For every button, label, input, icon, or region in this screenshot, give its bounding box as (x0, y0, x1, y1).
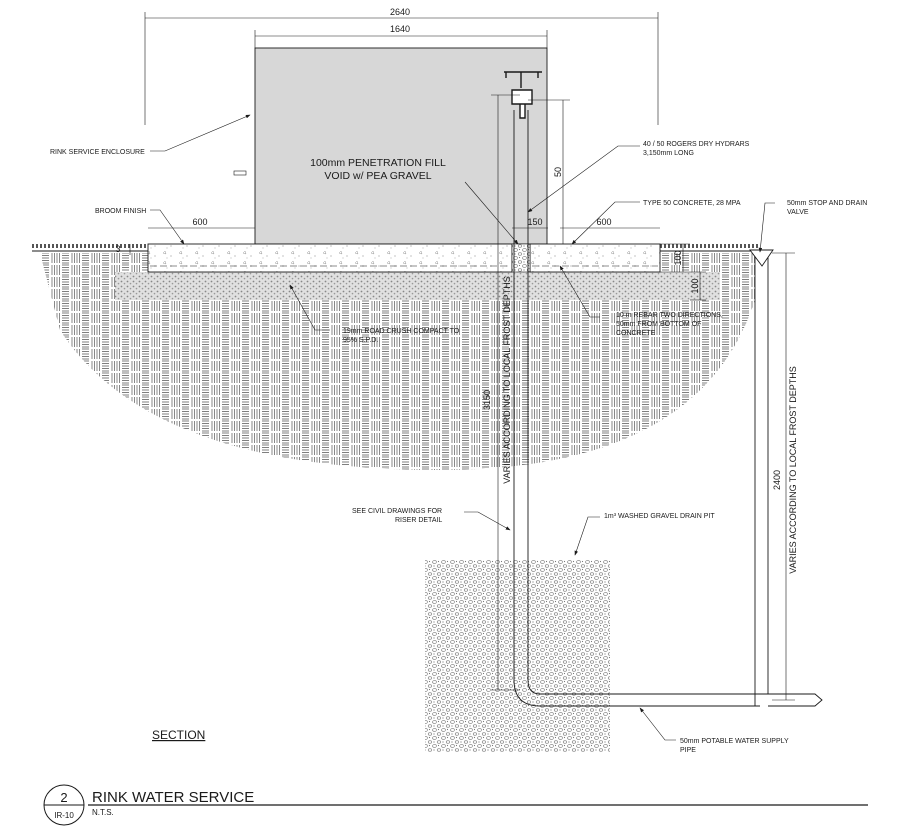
label-broom-finish: BROOM FINISH (95, 208, 146, 215)
hydrant-head (504, 71, 542, 119)
label-concrete: TYPE 50 CONCRETE, 28 MPA (643, 200, 741, 207)
label-rebar-1: 10 m REBAR TWO DIRECTIONS, (616, 312, 723, 319)
concrete-slab-right (529, 243, 661, 273)
label-drain-pit: 1m³ WASHED GRAVEL DRAIN PIT (604, 513, 715, 520)
penetration-void (511, 243, 531, 273)
dim-slab-edge: 3 (115, 244, 120, 254)
drawing-scale: N.T.S. (92, 808, 114, 817)
hydrant-riser (513, 110, 760, 707)
label-penetration-1: 100mm PENETRATION FILL (310, 157, 446, 169)
dim-hydrant-depth: 3150 (482, 390, 492, 410)
label-stop-valve-2: VALVE (787, 209, 809, 216)
label-hydrant-2: 3,150mm LONG (643, 150, 694, 157)
label-penetration-2: VOID w/ PEA GRAVEL (324, 170, 431, 182)
road-crush-layer (115, 272, 720, 300)
dim-base-thickness: 100 (690, 278, 700, 293)
label-road-crush-2: 95% S.P.D. (343, 337, 378, 344)
supply-pipe-end (755, 693, 823, 707)
label-rebar-3: CONCRETE (616, 330, 656, 337)
dim-enclosure-width: 1640 (390, 24, 410, 34)
dim-left-slab: 600 (192, 217, 207, 227)
label-supply-2: PIPE (680, 747, 696, 754)
dim-right-slab: 600 (596, 217, 611, 227)
label-hydrant-1: 40 / 50 ROGERS DRY HYDRARS (643, 141, 750, 148)
dim-supply-depth: 2400 (772, 470, 782, 490)
drain-pit (425, 560, 610, 752)
dim-penetration-width: 150 (527, 217, 542, 227)
concrete-slab-left (147, 243, 513, 273)
label-rebar-2: 50mm FROM BOTTOM OF (616, 321, 701, 328)
leader-lines (150, 114, 775, 741)
label-supply-1: 50mm POTABLE WATER SUPPLY (680, 738, 789, 745)
dim-overall-width: 2640 (390, 7, 410, 17)
detail-number: 2 (60, 790, 67, 805)
label-frost-left: VARIES ACCORDING TO LOCAL FROST DEPTHS (502, 276, 512, 484)
label-frost-right: VARIES ACCORDING TO LOCAL FROST DEPTHS (788, 366, 798, 574)
label-civil-2: RISER DETAIL (395, 517, 442, 524)
label-stop-valve-1: 50mm STOP AND DRAIN (787, 200, 867, 207)
dim-hydrant-above: 50 (553, 167, 563, 177)
dimension-lines (129, 12, 795, 701)
label-civil-1: SEE CIVIL DRAWINGS FOR (352, 508, 442, 515)
label-road-crush-1: 19mm ROAD CRUSH COMPACT TO (343, 328, 460, 335)
supply-riser (754, 252, 769, 706)
sheet-reference: IR-10 (54, 811, 74, 820)
drawing-title: RINK WATER SERVICE (92, 789, 254, 806)
section-label: SECTION (152, 728, 205, 742)
enclosure-handle (233, 170, 247, 176)
label-enclosure: RINK SERVICE ENCLOSURE (50, 149, 145, 156)
service-enclosure (254, 47, 548, 245)
soil-region (40, 253, 755, 470)
dim-slab-thickness: 100 (673, 250, 683, 265)
